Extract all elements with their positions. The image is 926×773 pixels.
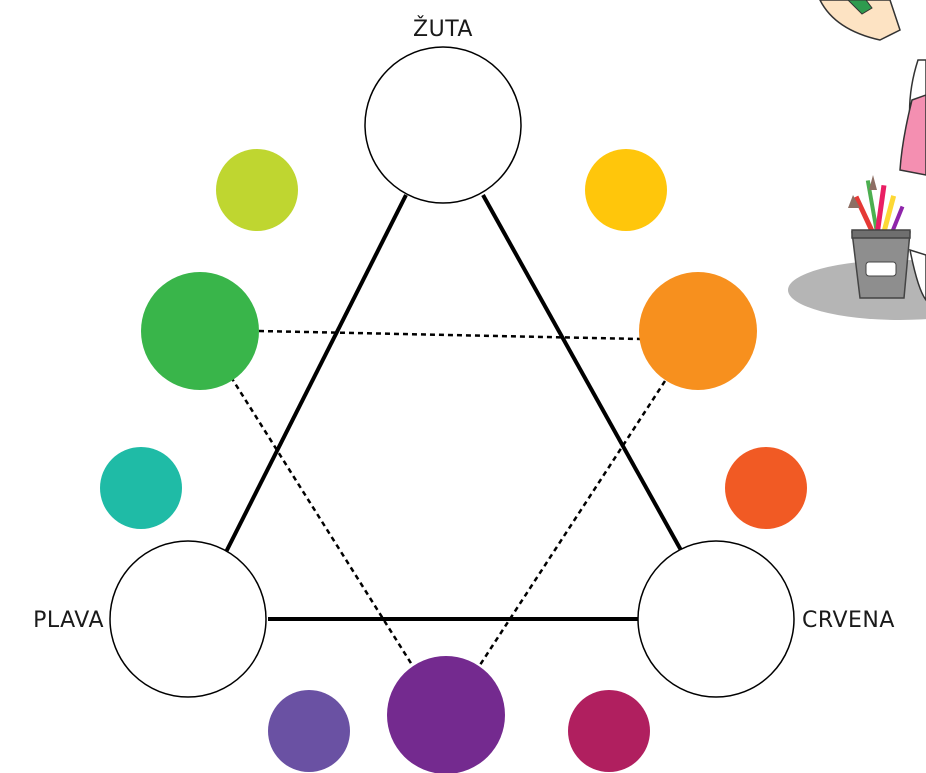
blue-label: PLAVA: [33, 608, 104, 633]
child-illustration-icon: [788, 0, 926, 320]
red-orange-tertiary-circle: [725, 447, 807, 529]
arm-shape: [819, 0, 901, 41]
dashed-edge-top: [258, 329, 641, 341]
blue-green-tertiary-circle: [100, 447, 182, 529]
triangle-edge-left: [224, 194, 408, 553]
red-primary-circle: [637, 540, 795, 698]
dashed-edge-left: [229, 376, 416, 669]
orange-secondary-circle: [639, 272, 757, 390]
blue-violet-tertiary-circle: [268, 690, 350, 772]
yellow-orange-tertiary-circle: [585, 149, 667, 231]
primary-triangle: [224, 194, 684, 621]
shoe-shape: [909, 248, 926, 302]
yellow-green-tertiary-circle: [216, 149, 298, 231]
pencil-cup-icon: [848, 175, 911, 299]
purple-secondary-circle: [387, 656, 505, 773]
green-secondary-circle: [141, 272, 259, 390]
green-object-shape: [847, 0, 873, 15]
dashed-edge-right: [476, 380, 667, 669]
secondary-triangle: [229, 329, 667, 669]
blue-primary-circle: [109, 540, 267, 698]
skirt-shape: [899, 94, 926, 176]
red-violet-tertiary-circle: [568, 690, 650, 772]
red-label: CRVENA: [802, 608, 895, 633]
triangle-edge-right: [481, 194, 684, 553]
yellow-primary-circle: [364, 46, 522, 204]
yellow-label: ŽUTA: [413, 16, 473, 42]
